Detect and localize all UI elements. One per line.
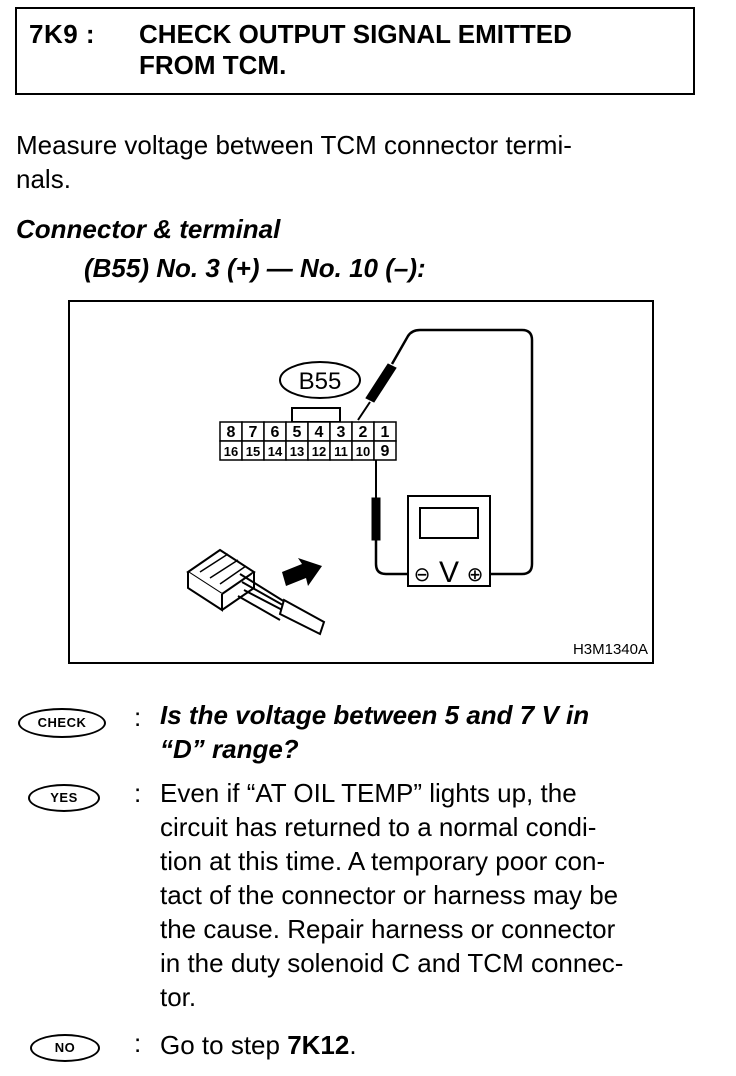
connector-pin-number: 11 (334, 444, 348, 459)
connector-pin-number: 7 (249, 424, 258, 441)
step-number: 7K9 : (29, 19, 96, 49)
connector-pin-number: 9 (381, 443, 390, 460)
connector-heading: Connector & terminal (16, 214, 281, 244)
yes-colon: : (134, 778, 142, 808)
probe-negative (371, 497, 381, 541)
check-badge: CHECK (18, 708, 106, 738)
no-text-suffix: . (349, 1030, 357, 1060)
connector-pin-number: 4 (315, 424, 324, 441)
connector-pin-cell (373, 440, 397, 461)
connector-pin-number: 1 (381, 424, 390, 441)
connector-pin-number: 8 (227, 424, 236, 441)
lead-positive (390, 328, 534, 576)
voltmeter-display (419, 507, 479, 539)
connector-pin-number: 13 (290, 444, 304, 459)
connector-pin-number: 2 (359, 424, 368, 441)
no-text: Go to step 7K12. (160, 1028, 708, 1062)
connector-label: B55 (299, 368, 342, 395)
connector-pin-number: 6 (271, 424, 280, 441)
connector-pin-number: 12 (312, 444, 326, 459)
connector-pin-number: 3 (337, 424, 346, 441)
no-colon: : (134, 1028, 142, 1058)
figure-code: H3M1340A (573, 641, 648, 658)
connector-pin-number: 15 (246, 444, 260, 459)
connector-pin-number: 10 (356, 444, 370, 459)
step-header: 7K9 : CHECK OUTPUT SIGNAL EMITTED FROM T… (15, 7, 695, 95)
insertion-arrow-icon (282, 558, 322, 586)
probe-tip-positive (357, 401, 371, 421)
connector-tab (291, 407, 341, 423)
connector-pin-number: 14 (268, 444, 283, 459)
no-step-reference: 7K12 (287, 1030, 350, 1060)
check-question: Is the voltage between 5 and 7 V in “D” … (160, 700, 590, 764)
lead-negative (374, 540, 410, 576)
yes-text: Even if “AT OIL TEMP” lights up, the cir… (160, 778, 624, 1012)
yes-badge: YES (28, 784, 100, 812)
step-title: CHECK OUTPUT SIGNAL EMITTED FROM TCM. (139, 19, 572, 80)
connector-spec: (B55) No. 3 (+) — No. 10 (–): (84, 253, 426, 283)
no-text-prefix: Go to step (160, 1030, 288, 1060)
harness-connector-illustration (186, 548, 326, 636)
voltmeter-symbol: V (439, 556, 459, 589)
connector-label-ellipse (279, 361, 361, 399)
connector-pin-number: 5 (293, 424, 302, 441)
no-badge: NO (30, 1034, 100, 1062)
intro-text: Measure voltage between TCM connector te… (16, 130, 572, 194)
negative-terminal: ⊖ (414, 562, 431, 586)
positive-terminal: ⊕ (467, 562, 484, 586)
connector-pin-number: 16 (224, 444, 238, 459)
check-colon: : (134, 702, 142, 732)
probe-positive (365, 363, 397, 403)
